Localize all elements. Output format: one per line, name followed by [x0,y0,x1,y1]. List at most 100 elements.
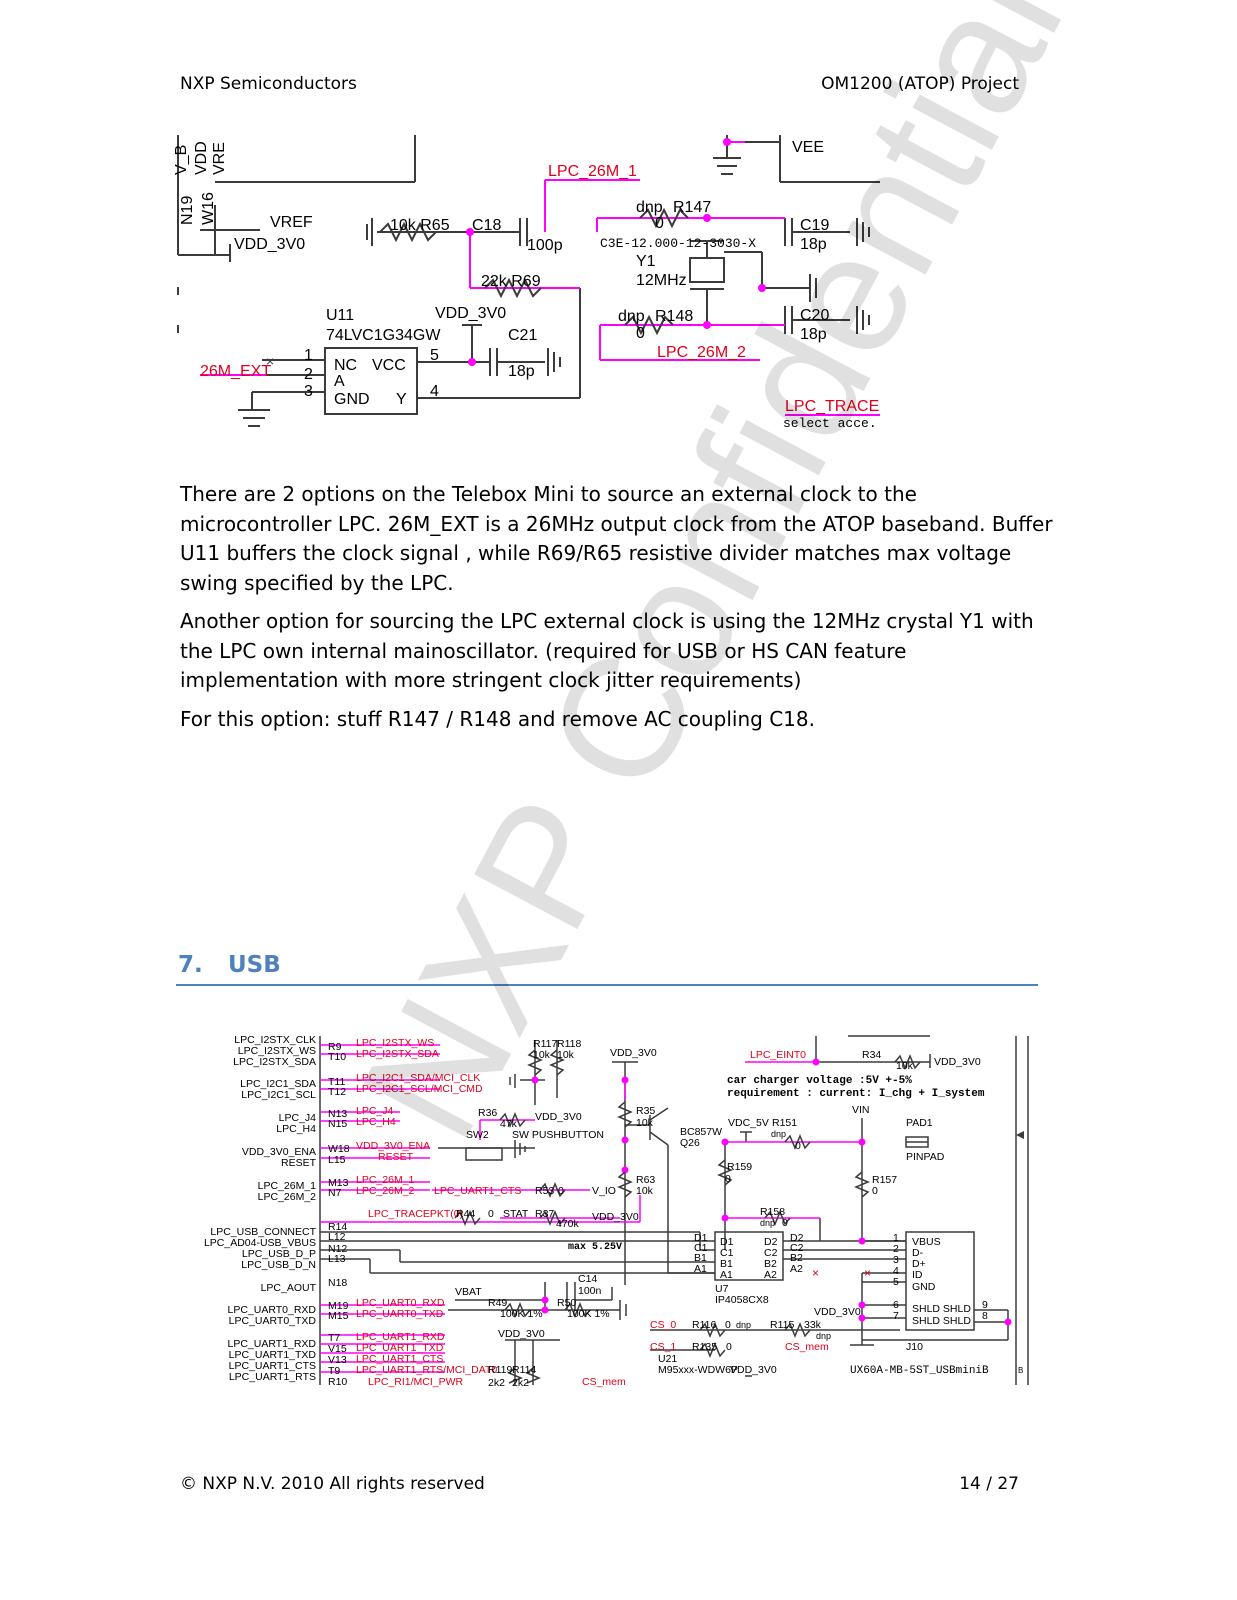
label-vdd-3v0: VDD_3V0 [234,236,305,253]
label-r159-value: 0 [725,1173,731,1185]
net-26m-ext: 26M_EXT [200,363,271,380]
label-pin-2: 2 [893,1243,899,1255]
label-vdd-e: VDD_3V0 [498,1328,545,1340]
pin-n19: N19 [179,196,196,225]
pin-l12: L12 [328,1231,346,1243]
label-r35-value: 10k [636,1117,654,1129]
red-eint0: LPC_EINT0 [750,1049,806,1061]
label-r159: R159 [727,1161,752,1173]
label-u7-part: IP4058CX8 [715,1294,769,1306]
net-uart0-txd: LPC_UART0_TXD [229,1315,317,1327]
pin-t12: T12 [328,1086,346,1098]
label-pin-6: 6 [893,1299,899,1311]
header-project: OM1200 (ATOP) Project [821,74,1019,94]
label-r158: R158 [760,1206,785,1218]
label-pinpad: PINPAD [906,1151,945,1163]
label-pin-8: 8 [982,1310,988,1322]
label-id: ID [912,1269,923,1281]
footer-page-number: 14 / 27 [959,1474,1019,1494]
label-u11-gnd: GND [334,391,370,408]
net-i2c1-sda: LPC_I2C1_SDA [240,1078,316,1090]
label-b1: B1 [720,1258,733,1270]
net-lpc-26m-1: LPC_26M_1 [548,163,637,180]
label-r115-value: 33k [804,1319,822,1331]
label-vbat: VBAT [455,1286,482,1298]
pin-t11: T11 [328,1076,345,1088]
label-c2: C2 [764,1247,778,1259]
red-uart1-cts: LPC_UART1_CTS [356,1353,443,1365]
label-r53-value: 0 [558,1185,564,1197]
label-r34-value: 10k [896,1060,914,1072]
label-j10: J10 [906,1341,923,1353]
label-pin-3: 3 [893,1254,899,1266]
label-r69: 22k R69 [481,273,541,290]
label-u21: U21 [658,1353,677,1365]
section-heading-usb: 7.USB [178,952,281,978]
pin-r14: R14 [328,1221,347,1233]
pin-vb: V_B [173,145,190,175]
label-a2-right: A2 [790,1263,803,1275]
label-q26: Q26 [680,1137,700,1149]
pin-n7: N7 [328,1187,342,1199]
label-sw-pushbutton: SW PUSHBUTTON [512,1129,604,1141]
label-r118-value: 10k [557,1049,575,1061]
label-r135-value: 0 [726,1341,732,1353]
label-b2: B2 [764,1258,777,1270]
label-vdd-u11: VDD_3V0 [435,305,506,322]
label-connector: UX60A-MB-5ST_USBminiB [850,1365,989,1377]
net-vdd-ena: VDD_3V0_ENA [242,1146,316,1158]
label-pin-1: 1 [893,1232,899,1244]
label-c14: C14 [578,1273,597,1285]
label-r117-value: 10k [533,1049,551,1061]
net-usb-dn: LPC_USB_D_N [241,1259,316,1271]
label-c21: C21 [508,327,537,344]
label-r50-value: 100K 1% [567,1308,610,1320]
red-cs-0: CS_0 [650,1319,676,1331]
pin-m15: M15 [328,1310,349,1322]
label-c18-value: 100p [527,237,563,254]
label-b: B [1018,1366,1023,1375]
pin-n12: N12 [328,1243,347,1255]
label-pin-4: 4 [893,1265,899,1277]
net-uart1-txd: LPC_UART1_TXD [229,1349,317,1361]
pin-r9: R9 [328,1041,342,1053]
red-vdd-ena: VDD_3V0_ENA [356,1140,430,1152]
label-stat: STAT [503,1208,529,1220]
label-r151: R151 [772,1117,797,1129]
label-u11-pin1: 1 [304,347,313,364]
red-cs-mem-b: CS_mem [582,1376,626,1388]
label-vdd-f: VDD_3V0 [814,1306,861,1318]
label-dnp-r151: dnp [771,1129,786,1139]
net-usb-connect: LPC_USB_CONNECT [210,1226,316,1238]
pin-m13: M13 [328,1177,349,1189]
red-uart1-txd: LPC_UART1_TXD [356,1342,444,1354]
header-company: NXP Semiconductors [180,74,357,94]
red-cs-mem-a: CS_mem [785,1341,829,1353]
label-car-charger-1: car charger voltage :5V +-5% [727,1075,912,1087]
label-a1-left: A1 [694,1263,707,1275]
section-number: 7. [178,952,203,978]
pin-w18: W18 [328,1143,350,1155]
label-u11: U11 [326,307,354,324]
net-uart1-rts: LPC_UART1_RTS [229,1371,316,1383]
label-vdd-c: VDD_3V0 [535,1111,582,1123]
label-vin: VIN [852,1104,870,1116]
label-r147: R147 [673,199,711,216]
label-r34: R34 [862,1049,881,1061]
label-u11-y: Y [396,391,407,408]
net-usb-dp: LPC_USB_D_P [242,1248,316,1260]
net-uart1-cts: LPC_UART1_CTS [229,1360,316,1372]
label-c2-right: C2 [790,1242,804,1254]
label-r37-value: 470k [556,1218,580,1230]
label-u11-pin5: 5 [430,347,439,364]
net-uart0-rxd: LPC_UART0_RXD [227,1304,316,1316]
label-d2: D2 [764,1236,778,1248]
label-pin-5: 5 [893,1276,899,1288]
label-crystal-part: C3E-12.000-12-3030-X [600,236,756,251]
label-dplus: D+ [912,1258,926,1270]
label-r151-value: 0 [795,1140,801,1152]
pin-l15: L15 [328,1154,346,1166]
pin-n13: N13 [328,1108,347,1120]
label-b1-left: B1 [694,1252,707,1264]
red-j4: LPC_J4 [356,1105,394,1117]
